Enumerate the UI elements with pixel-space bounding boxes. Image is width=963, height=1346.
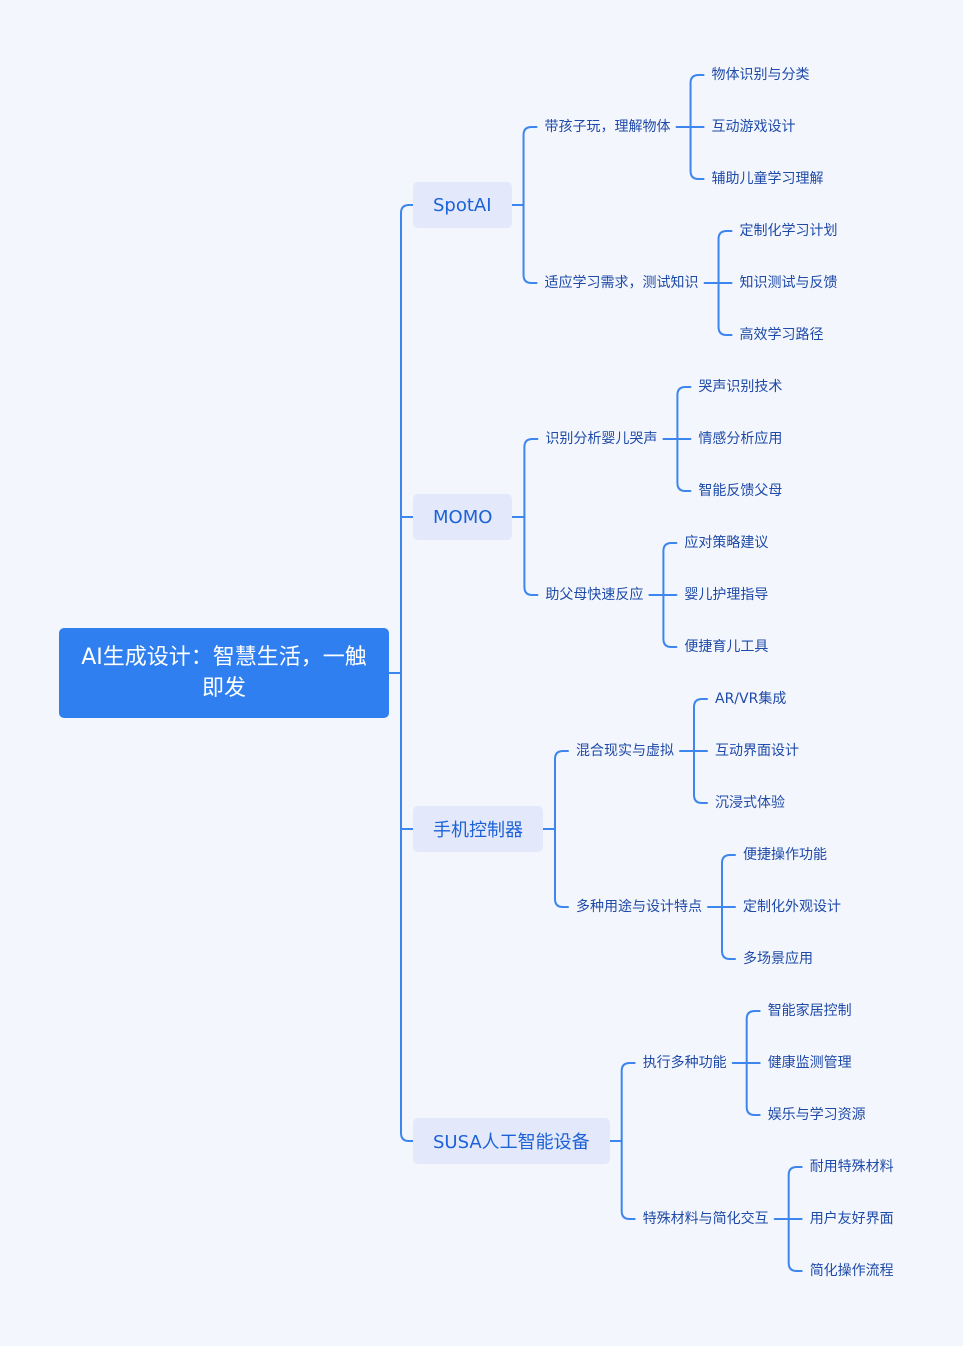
connector: [620, 1062, 636, 1220]
branch-label: SUSA人工智能设备: [433, 1132, 590, 1153]
leaf-node[interactable]: 多场景应用: [743, 951, 813, 967]
leaf-node[interactable]: 定制化学习计划: [739, 223, 838, 239]
leaf-node[interactable]: 应对策略建议: [684, 535, 769, 551]
leaf-node[interactable]: 定制化外观设计: [743, 899, 841, 915]
leaf-node[interactable]: 健康监测管理: [767, 1055, 852, 1071]
branch-node[interactable]: SUSA人工智能设备: [413, 1118, 610, 1164]
leaf-node[interactable]: 用户友好界面: [809, 1211, 894, 1227]
topic-node[interactable]: 助父母快速反应: [545, 587, 644, 603]
branch-label: MOMO: [433, 506, 493, 528]
leaf-node[interactable]: 辅助儿童学习理解: [711, 171, 824, 187]
branch-label: SpotAI: [433, 194, 492, 216]
topic-node[interactable]: 适应学习需求，测试知识: [544, 275, 699, 291]
leaf-node[interactable]: 互动界面设计: [715, 743, 799, 759]
leaf-node[interactable]: 智能家居控制: [767, 1003, 852, 1019]
topic-node[interactable]: 执行多种功能: [642, 1055, 727, 1071]
connector: [400, 204, 414, 1142]
connector: [523, 438, 539, 596]
leaf-node[interactable]: 知识测试与反馈: [739, 275, 838, 291]
topic-node[interactable]: 带孩子玩，理解物体: [544, 119, 671, 135]
connector: [554, 750, 569, 908]
branch-node[interactable]: 手机控制器: [413, 806, 543, 852]
leaf-node[interactable]: 婴儿护理指导: [684, 587, 769, 603]
leaf-node[interactable]: 便捷育儿工具: [684, 639, 769, 655]
topic-node[interactable]: 多种用途与设计特点: [576, 899, 702, 915]
leaf-node[interactable]: 娱乐与学习资源: [767, 1107, 866, 1123]
leaf-node[interactable]: 互动游戏设计: [711, 119, 796, 135]
leaf-node[interactable]: AR/VR集成: [715, 691, 787, 707]
leaf-node[interactable]: 哭声识别技术: [698, 379, 783, 395]
leaf-node[interactable]: 情感分析应用: [698, 431, 783, 447]
leaf-node[interactable]: 便捷操作功能: [743, 847, 827, 863]
branch-label: 手机控制器: [433, 820, 523, 841]
branch-node[interactable]: MOMO: [413, 494, 513, 540]
connector: [522, 126, 538, 284]
leaf-node[interactable]: 耐用特殊材料: [809, 1159, 894, 1175]
branch-node[interactable]: SpotAI: [413, 182, 512, 228]
leaf-node[interactable]: 物体识别与分类: [711, 67, 810, 83]
topic-node[interactable]: 混合现实与虚拟: [576, 743, 674, 759]
leaf-node[interactable]: 智能反馈父母: [698, 483, 783, 499]
leaf-node[interactable]: 高效学习路径: [739, 327, 824, 343]
root-node[interactable]: AI生成设计：智慧生活，一触即发: [59, 628, 389, 718]
leaf-node[interactable]: 简化操作流程: [809, 1263, 894, 1279]
topic-node[interactable]: 识别分析婴儿哭声: [545, 431, 658, 447]
root-title: AI生成设计：智慧生活，一触即发: [81, 645, 367, 701]
leaf-node[interactable]: 沉浸式体验: [715, 795, 785, 811]
topic-node[interactable]: 特殊材料与简化交互: [642, 1211, 769, 1227]
